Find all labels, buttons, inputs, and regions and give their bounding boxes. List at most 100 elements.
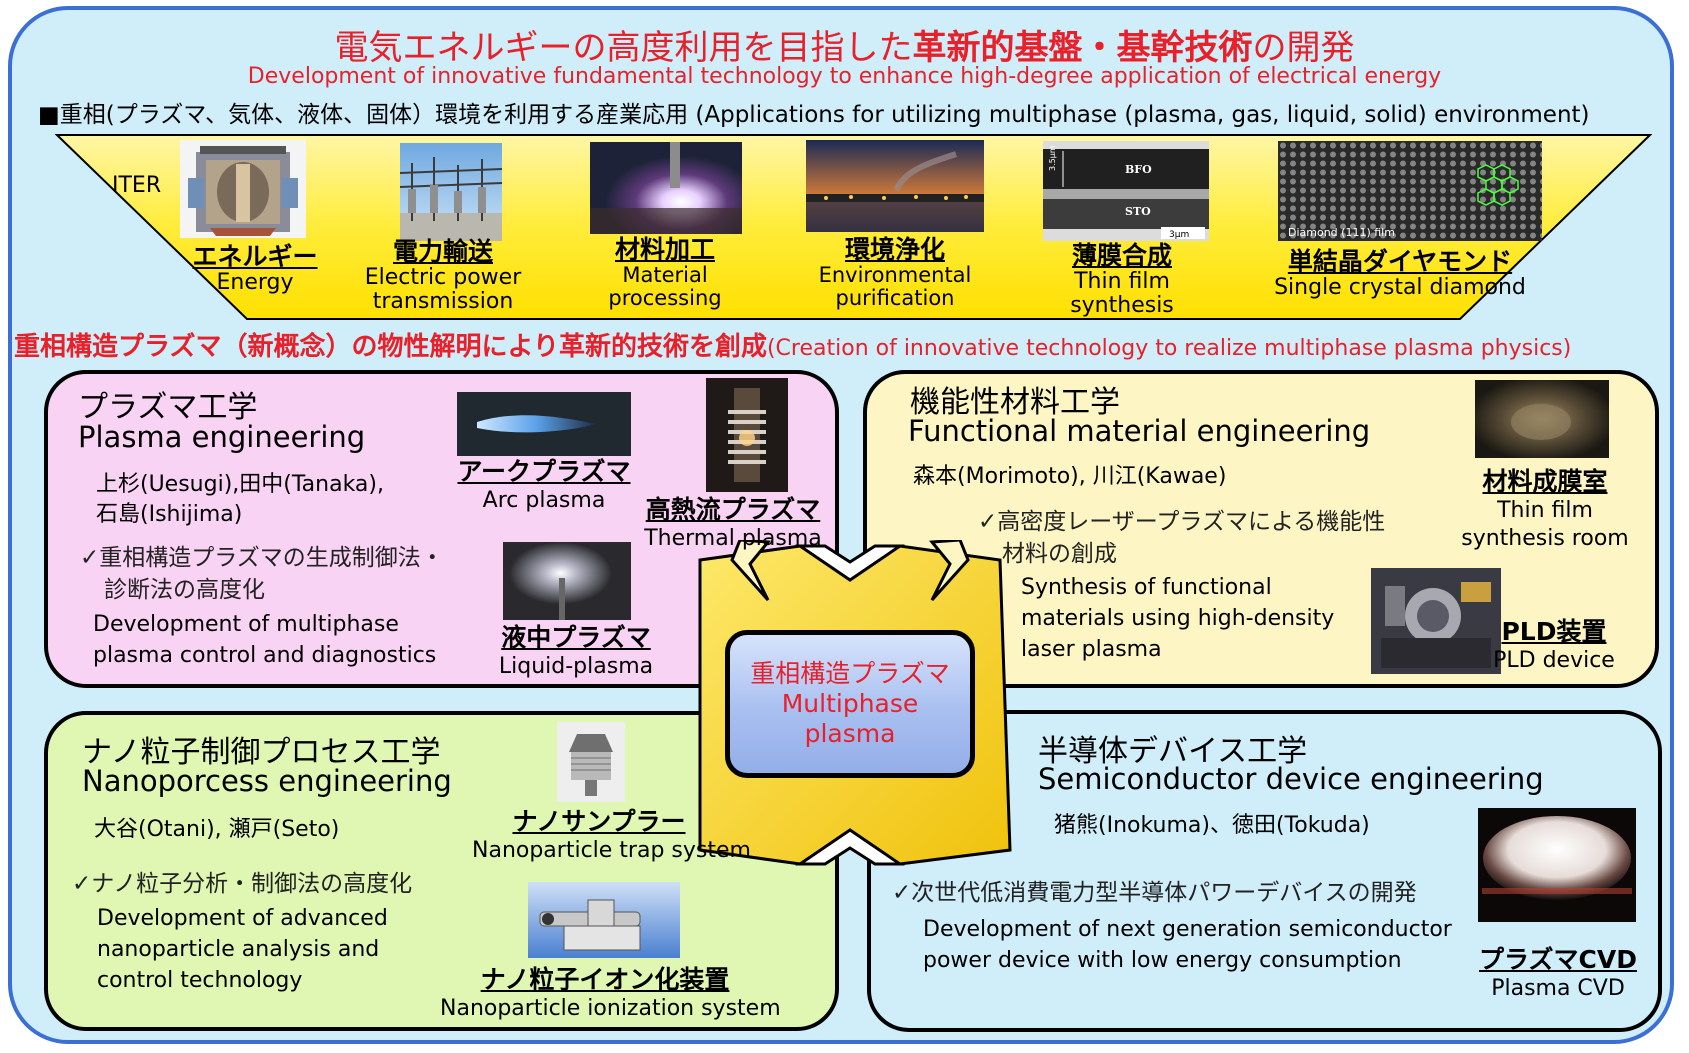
arc-plasma-label: アークプラズマ Arc plasma (446, 456, 642, 515)
material-title-jp: 機能性材料工学 (910, 385, 1120, 420)
plasma-cvd-en: Plasma CVD (1491, 976, 1625, 1002)
app-energy-jp: エネルギー (192, 242, 318, 271)
film-chamber-en: Thin film (1497, 498, 1593, 524)
substation-photo (400, 143, 502, 241)
app-env-en: Environmental (818, 262, 972, 287)
multiphase-applications-line: ■重相(プラズマ、気体、液体、固体）環境を利用する産業応用 (Applicati… (38, 102, 1590, 128)
arc-plasma-photo (457, 392, 631, 456)
multiphase-plasma-center: 重相構造プラズマ Multiphase plasma (725, 630, 975, 778)
diamond-film-photo: Diamond (111) film (1278, 141, 1542, 241)
plasma-goal-en-2: plasma control and diagnostics (93, 643, 437, 668)
app-material-en2: processing (608, 285, 722, 310)
semi-goal-en-1: Development of next generation semicondu… (923, 917, 1452, 942)
app-energy-en: Energy (216, 269, 294, 295)
nanosampler-jp: ナノサンプラー (512, 807, 686, 836)
title-jp: 電気エネルギーの高度利用を目指した革新的基盤・基幹技術の開発 (0, 20, 1689, 69)
app-power-en2: transmission (372, 288, 514, 314)
ionizer-label: ナノ粒子イオン化装置 Nanoparticle ionization syste… (440, 964, 781, 1023)
semi-names: 猪熊(Inokuma)、徳田(Tokuda) (1054, 813, 1370, 838)
pld-device-jp: PLD装置 (1501, 617, 1607, 646)
app-thinfilm-jp: 薄膜合成 (1071, 241, 1172, 270)
film-chamber-jp: 材料成膜室 (1482, 467, 1608, 496)
thermal-plasma-label: 高熱流プラズマ Thermal plasma (638, 494, 828, 553)
app-environmental-purification: 環境浄化 Environmental purification (790, 236, 1000, 310)
nanosampler-label: ナノサンプラー Nanoparticle trap system (472, 806, 751, 865)
plasma-title-en: Plasma engineering (78, 420, 366, 454)
film-chamber-photo (1475, 380, 1609, 458)
app-single-crystal-diamond: 単結晶ダイヤモンド Single crystal diamond (1250, 248, 1550, 300)
nano-title-jp: ナノ粒子制御プロセス工学 (82, 735, 441, 770)
nano-goal-en-2: nanoparticle analysis and (97, 937, 380, 962)
arc-plasma-jp: アークプラズマ (457, 457, 631, 486)
nano-goal-en-3: control technology (97, 968, 303, 993)
app-env-en2: purification (835, 285, 955, 310)
material-goal-en-1: Synthesis of functional (1021, 575, 1272, 600)
title-jp-part-1: 電気エネルギーの高度利用を目指した (334, 28, 913, 68)
iter-reactor-photo (180, 140, 306, 238)
liquid-plasma-jp: 液中プラズマ (501, 623, 651, 652)
plasma-names-2: 石島(Ishijima) (96, 502, 243, 527)
center-en2: plasma (804, 719, 896, 748)
ionizer-photo (528, 882, 680, 958)
material-goal-en-3: laser plasma (1021, 637, 1162, 662)
app-material-jp: 材料加工 (614, 235, 715, 264)
app-power-en: Electric power (364, 264, 522, 290)
pld-device-label: PLD装置 PLD device (1474, 616, 1634, 675)
strapline: 重相構造プラズマ（新概念）の物性解明により革新的技術を創成(Creation o… (14, 326, 1571, 363)
plasma-names-1: 上杉(Uesugi),田中(Tanaka), (96, 472, 384, 497)
sto-label: STO (1125, 205, 1151, 218)
film-chamber-label: 材料成膜室 Thin film synthesis room (1440, 466, 1650, 552)
liquid-plasma-en: Liquid-plasma (498, 654, 654, 680)
app-material-en: Material (622, 262, 708, 287)
app-energy: エネルギー Energy (160, 243, 350, 295)
ionizer-en: Nanoparticle ionization system (440, 996, 781, 1022)
thickness-label: 3.5μm (1048, 145, 1057, 171)
diamond-film-label: Diamond (111) film (1288, 226, 1395, 239)
semi-title-jp: 半導体デバイス工学 (1038, 734, 1308, 769)
material-processing-photo (590, 142, 742, 234)
nanosampler-en: Nanoparticle trap system (472, 838, 751, 864)
app-power-transmission: 電力輸送 Electric power transmission (350, 238, 536, 314)
nano-names: 大谷(Otani), 瀬戸(Seto) (94, 817, 340, 842)
nano-goal-jp: ✓ナノ粒子分析・制御法の高度化 (72, 871, 413, 897)
material-goal-en-2: materials using high-density (1021, 606, 1335, 631)
semi-title-en: Semiconductor device engineering (1038, 762, 1544, 796)
plasma-title-jp: プラズマ工学 (78, 390, 258, 425)
semi-goal-en-2: power device with low energy consumption (923, 948, 1402, 973)
app-env-jp: 環境浄化 (844, 235, 945, 264)
app-power-jp: 電力輸送 (392, 237, 493, 266)
app-diamond-en: Single crystal diamond (1274, 274, 1526, 300)
pld-device-photo (1371, 568, 1501, 674)
material-names: 森本(Morimoto), 川江(Kawae) (913, 464, 1227, 489)
thermal-plasma-jp: 高熱流プラズマ (645, 495, 821, 524)
nano-goal-en-1: Development of advanced (97, 906, 388, 931)
app-thin-film-synthesis: 薄膜合成 Thin film synthesis (1032, 242, 1212, 318)
material-title-en: Functional material engineering (908, 414, 1371, 448)
plasma-cvd-label: プラズマCVD Plasma CVD (1468, 944, 1648, 1003)
thermal-plasma-en: Thermal plasma (644, 526, 822, 552)
film-chamber-en2: synthesis room (1461, 525, 1629, 551)
nanosampler-photo (557, 722, 625, 802)
strapline-en: (Creation of innovative technology to re… (766, 336, 1572, 361)
environment-photo (806, 140, 984, 232)
plasma-goal-en-1: Development of multiphase (93, 612, 399, 637)
bfo-label: BFO (1125, 163, 1152, 176)
iter-caption: ITER (112, 173, 162, 198)
center-en1: Multiphase (781, 689, 919, 718)
app-thinfilm-en: Thin film (1074, 268, 1170, 294)
plasma-cvd-photo (1478, 808, 1636, 922)
title-jp-part-2: の開発 (1252, 28, 1355, 68)
plasma-goal-jp-1: ✓重相構造プラズマの生成制御法・ (80, 545, 444, 571)
semi-goal-jp: ✓次世代低消費電力型半導体パワーデバイスの開発 (892, 880, 1417, 906)
title-en: Development of innovative fundamental te… (247, 64, 1442, 89)
thermal-plasma-photo (706, 378, 788, 492)
liquid-plasma-photo (503, 542, 631, 620)
plasma-cvd-jp: プラズマCVD (1479, 945, 1637, 974)
strapline-jp: 重相構造プラズマ（新概念）の物性解明により革新的技術を創成 (14, 332, 767, 362)
plasma-goal-jp-2: 診断法の高度化 (104, 577, 265, 603)
app-diamond-jp: 単結晶ダイヤモンド (1287, 247, 1513, 276)
material-goal-jp-2: 材料の創成 (1002, 541, 1117, 567)
thin-film-photo: BFO STO 3.5μm 3μm (1043, 141, 1209, 241)
ionizer-jp: ナノ粒子イオン化装置 (480, 965, 730, 994)
